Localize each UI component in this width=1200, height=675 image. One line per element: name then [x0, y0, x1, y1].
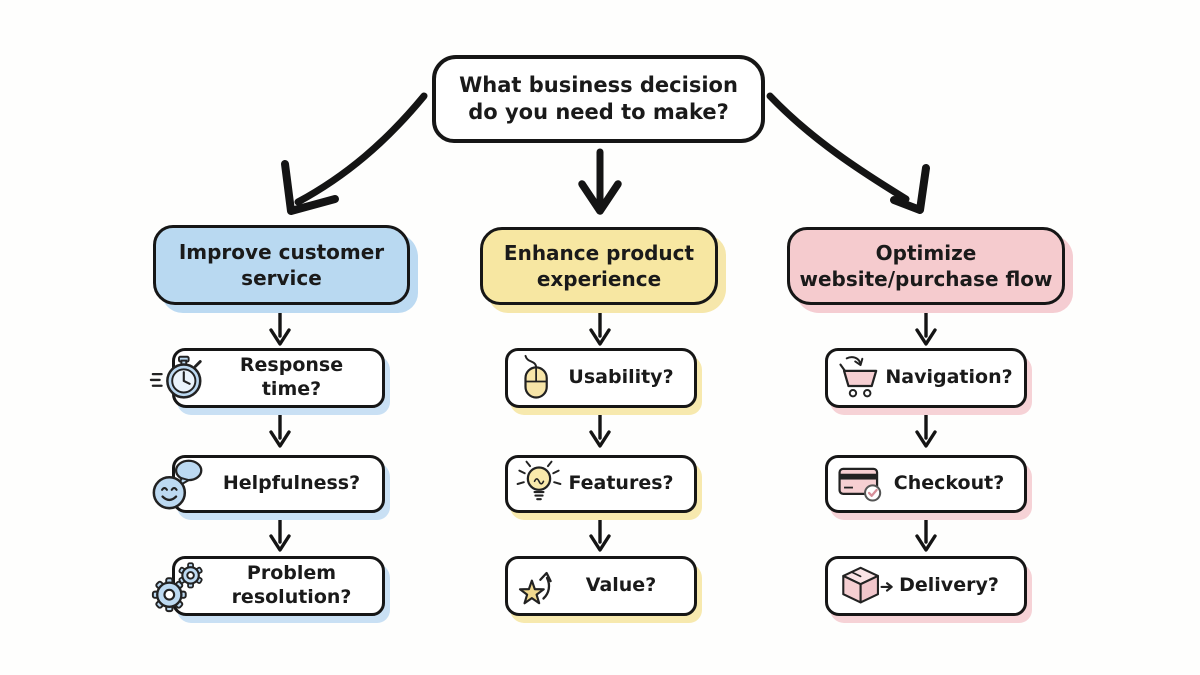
star-growth-arrow-icon: [514, 560, 564, 612]
arrows-column-customer-service: [269, 307, 291, 552]
shopping-cart-icon: [836, 352, 886, 404]
item-label: Problem resolution?: [231, 562, 352, 608]
column-header-enhance-product-experience: Enhance product experience: [480, 227, 718, 305]
item-label: Helpfulness?: [222, 472, 361, 495]
root-question-box: What business decision do you need to ma…: [432, 55, 765, 143]
item-box-delivery: Delivery?: [825, 556, 1027, 616]
column-header-optimize-purchase-flow: Optimize website/purchase flow: [787, 227, 1065, 305]
credit-card-check-icon: [836, 459, 886, 509]
arrow-root-to-purchase-flow: [766, 92, 930, 214]
item-label: Usability?: [568, 366, 674, 389]
item-label: Value?: [585, 574, 657, 597]
column-header-improve-customer-service: Improve customer service: [153, 225, 410, 305]
column-header-text: Improve customer service: [178, 240, 385, 290]
package-delivery-icon: [836, 560, 898, 612]
lightbulb-icon: [514, 459, 564, 509]
item-box-problem-resolution: Problem resolution?: [151, 556, 385, 616]
item-label: Delivery?: [899, 574, 999, 597]
item-box-features: Features?: [505, 455, 697, 513]
item-box-checkout: Checkout?: [825, 455, 1027, 513]
stopwatch-icon: [149, 350, 207, 406]
arrows-column-product-experience: [589, 307, 611, 552]
arrow-root-to-product-experience: [578, 148, 622, 215]
root-question-text: What business decision do you need to ma…: [459, 72, 738, 124]
smiley-speech-bubble-icon: [149, 455, 209, 513]
item-box-value: Value?: [505, 556, 697, 616]
item-label: Features?: [568, 472, 674, 495]
arrow-root-to-customer-service: [281, 92, 428, 215]
item-label: Response time?: [239, 354, 344, 400]
column-header-text: Optimize website/purchase flow: [799, 241, 1053, 291]
item-label: Checkout?: [893, 472, 1005, 495]
computer-mouse-icon: [514, 352, 560, 404]
item-box-helpfulness: Helpfulness?: [152, 455, 385, 513]
gears-icon: [149, 558, 207, 614]
item-label: Navigation?: [885, 366, 1013, 389]
arrows-column-purchase-flow: [915, 307, 937, 552]
item-box-usability: Usability?: [505, 348, 697, 408]
item-box-response-time: Response time?: [149, 348, 385, 408]
item-box-navigation: Navigation?: [825, 348, 1027, 408]
column-header-text: Enhance product experience: [503, 241, 695, 291]
